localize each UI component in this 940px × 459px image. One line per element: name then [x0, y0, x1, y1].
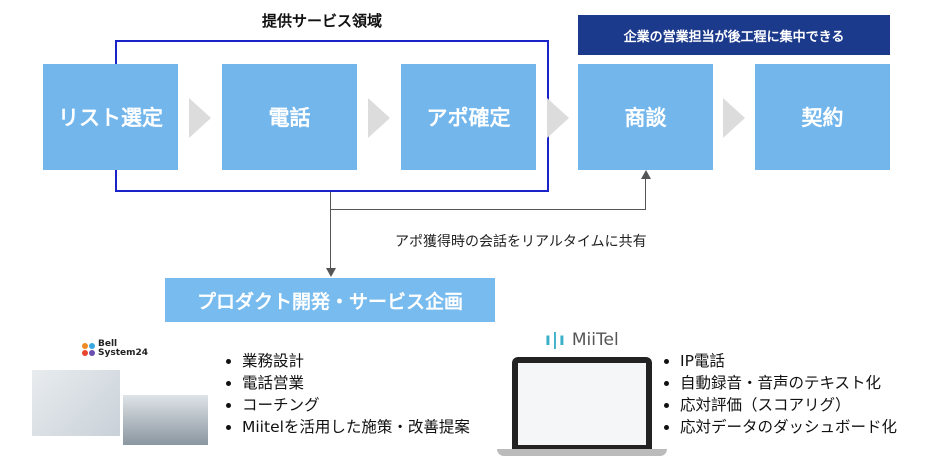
step-list-selection: リスト選定 — [43, 64, 178, 170]
miitel-list: IP電話 自動録音・音声のテキスト化 応対評価（スコアリグ） 応対データのダッシ… — [660, 350, 897, 438]
miitel-logo: ı|ı MiiTel — [545, 330, 619, 350]
step-contract: 契約 — [755, 64, 890, 170]
product-planning-box: プロダクト開発・サービス企画 — [165, 278, 495, 322]
connector-horizontal — [330, 209, 646, 210]
list-item: 電話営業 — [242, 372, 470, 394]
list-item: Miitelを活用した施策・改善提案 — [242, 416, 470, 438]
list-item: IP電話 — [680, 350, 897, 372]
laptop-base — [497, 449, 667, 456]
chevron-right-icon — [723, 98, 745, 138]
arrow-down-icon — [326, 268, 336, 277]
arrow-up-icon — [641, 170, 651, 179]
connector-up — [645, 178, 646, 210]
list-item: 応対評価（スコアリグ） — [680, 394, 897, 416]
chevron-right-icon — [189, 98, 211, 138]
step-appointment: アポ確定 — [401, 64, 536, 170]
chevron-right-icon — [368, 98, 390, 138]
call-center-photo — [123, 395, 208, 445]
share-label: アポ獲得時の会話をリアルタイムに共有 — [395, 234, 647, 250]
focus-banner: 企業の営業担当が後工程に集中できる — [578, 15, 890, 55]
waveform-icon: ı|ı — [545, 330, 566, 350]
list-item: コーチング — [242, 394, 470, 416]
chevron-right-icon — [547, 98, 569, 138]
bellsystem-list: 業務設計 電話営業 コーチング Miitelを活用した施策・改善提案 — [222, 350, 470, 438]
step-negotiation: 商談 — [578, 64, 713, 170]
dashboard-screenshot — [518, 363, 646, 445]
laptop-image — [512, 357, 652, 449]
connector-down — [330, 190, 331, 270]
step-phone: 電話 — [222, 64, 357, 170]
operator-photo — [32, 370, 120, 436]
list-item: 業務設計 — [242, 350, 470, 372]
list-item: 応対データのダッシュボード化 — [680, 416, 897, 438]
service-scope-title: 提供サービス領域 — [262, 12, 383, 30]
list-item: 自動録音・音声のテキスト化 — [680, 372, 897, 394]
